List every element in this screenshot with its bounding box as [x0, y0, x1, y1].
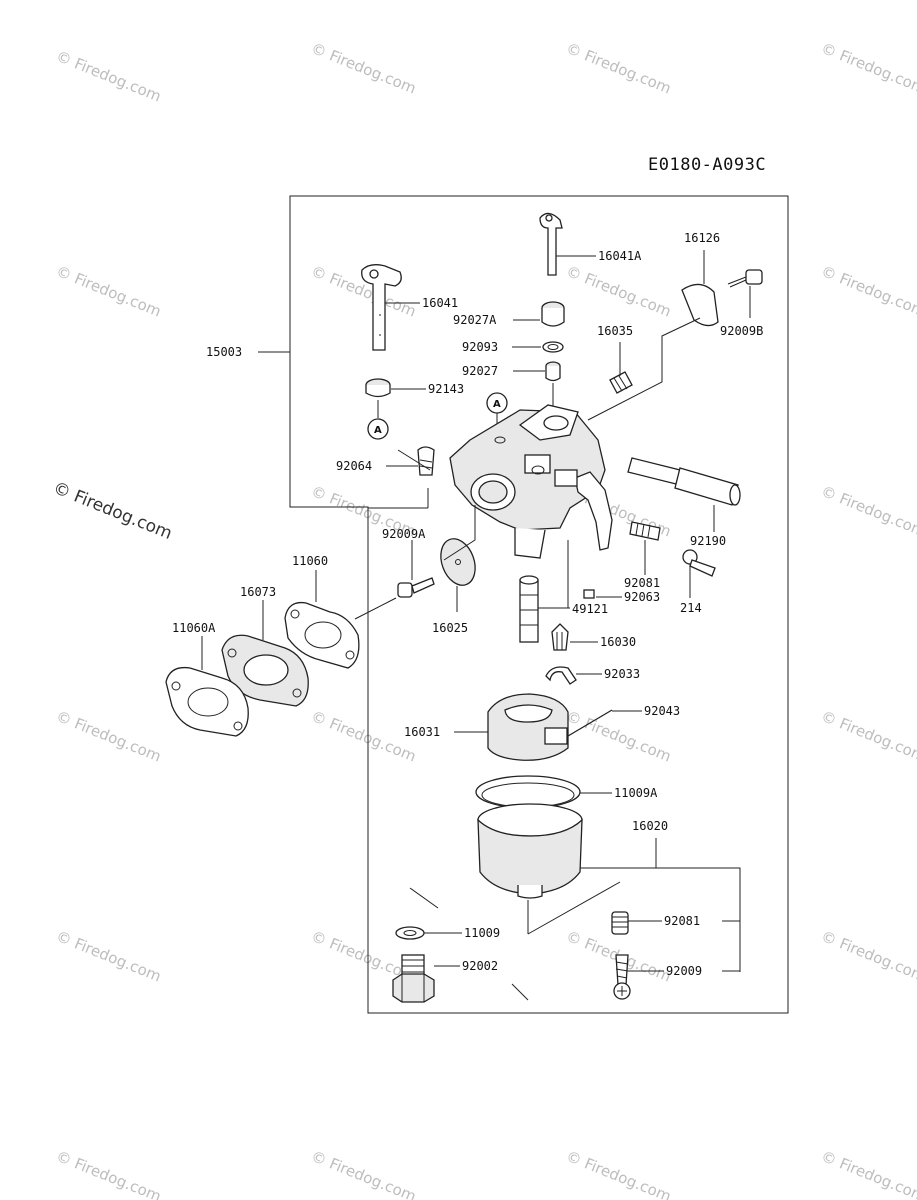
part-92002 — [392, 954, 435, 1003]
label-16031: 16031 — [404, 725, 440, 739]
part-92190 — [627, 457, 741, 506]
watermark-text: © Firedog.com — [309, 1147, 419, 1200]
part-214 — [682, 549, 716, 577]
part-16031 — [487, 693, 569, 761]
label-16126: 16126 — [684, 231, 720, 245]
watermark-text: © Firedog.com — [309, 39, 419, 97]
watermark-text: © Firedog.com — [54, 47, 164, 105]
leader-16025-up — [443, 505, 476, 561]
part-16041 — [361, 264, 402, 351]
part-11060A — [165, 666, 249, 737]
part-92033 — [545, 666, 577, 685]
part-92093 — [542, 341, 564, 353]
leader-bowl-diag — [527, 881, 621, 935]
part-92081-upper — [629, 521, 661, 541]
label-92033: 92033 — [604, 667, 640, 681]
part-16126 — [681, 283, 719, 327]
label-16041: 16041 — [422, 296, 458, 310]
leader-body-plate — [587, 317, 701, 421]
part-92009B — [727, 269, 763, 288]
part-16035 — [609, 371, 633, 394]
part-92027 — [545, 361, 561, 382]
part-11060 — [284, 601, 360, 669]
ref-marker-right: A — [486, 392, 508, 414]
watermark-text: © Firedog.com — [54, 1147, 164, 1200]
watermark-text: © Firedog.com — [309, 707, 419, 765]
watermark-layer: © Firedog.com © Firedog.com © Firedog.co… — [50, 39, 917, 1200]
label-92027A: 92027A — [453, 313, 497, 327]
part-92064 — [417, 446, 435, 476]
label-92190: 92190 — [690, 534, 726, 548]
ref-marker-letter: A — [374, 425, 382, 436]
leader-11009-diag — [409, 887, 439, 909]
label-92081-lower: 92081 — [664, 914, 700, 928]
ref-marker-left: A — [367, 418, 389, 440]
watermark-text: © Firedog.com — [564, 1147, 674, 1200]
watermark-text-dark: © Firedog.com — [50, 478, 175, 544]
label-15003: 15003 — [206, 345, 242, 359]
intake-axis-line — [354, 597, 397, 620]
part-92063 — [583, 589, 595, 599]
part-92009 — [613, 954, 631, 1000]
label-11060A: 11060A — [172, 621, 216, 635]
part-16073 — [221, 634, 309, 707]
label-16025: 16025 — [432, 621, 468, 635]
part-92027A — [541, 301, 565, 327]
part-16041A — [539, 212, 563, 276]
leader-92002-diag — [511, 983, 529, 1001]
label-92063: 92063 — [624, 590, 660, 604]
label-16030: 16030 — [600, 635, 636, 649]
label-92002: 92002 — [462, 959, 498, 973]
leader-16020-bracket — [580, 867, 741, 972]
watermark-text: © Firedog.com — [819, 39, 917, 97]
part-16025 — [440, 538, 476, 586]
label-92093: 92093 — [462, 340, 498, 354]
label-16073: 16073 — [240, 585, 276, 599]
label-92064: 92064 — [336, 459, 372, 473]
diagram-code: E0180-A093C — [648, 155, 766, 175]
part-92043 — [567, 709, 613, 737]
leader-92064-diag — [397, 449, 431, 471]
part-92009A — [397, 577, 435, 598]
label-92009B: 92009B — [720, 324, 763, 338]
watermark-text: © Firedog.com — [819, 262, 917, 320]
label-92143: 92143 — [428, 382, 464, 396]
watermark-text: © Firedog.com — [819, 482, 917, 540]
watermark-text: © Firedog.com — [564, 39, 674, 97]
watermark-text: © Firedog.com — [54, 707, 164, 765]
watermark-text: © Firedog.com — [54, 262, 164, 320]
part-16030 — [551, 623, 569, 651]
label-16035: 16035 — [597, 324, 633, 338]
ref-marker-letter: A — [493, 399, 501, 410]
label-16041A: 16041A — [598, 249, 642, 263]
part-carburetor-body — [449, 404, 613, 559]
label-11009: 11009 — [464, 926, 500, 940]
assembly-frame — [289, 195, 789, 1014]
label-92043: 92043 — [644, 704, 680, 718]
label-214: 214 — [680, 601, 702, 615]
part-92143 — [365, 378, 391, 398]
watermark-text: © Firedog.com — [819, 1147, 917, 1200]
watermark-text: © Firedog.com — [564, 262, 674, 320]
label-49121: 49121 — [572, 602, 608, 616]
watermark-text: © Firedog.com — [819, 927, 917, 985]
label-11009A: 11009A — [614, 786, 658, 800]
label-11060: 11060 — [292, 554, 328, 568]
label-92027: 92027 — [462, 364, 498, 378]
part-11009A — [475, 775, 581, 809]
part-16020 — [477, 803, 583, 899]
watermark-text: © Firedog.com — [54, 927, 164, 985]
label-92081-upper: 92081 — [624, 576, 660, 590]
label-92009: 92009 — [666, 964, 702, 978]
part-92081-lower — [611, 911, 629, 935]
part-49121 — [519, 575, 539, 643]
label-16020: 16020 — [632, 819, 668, 833]
label-92009A: 92009A — [382, 527, 426, 541]
watermark-text: © Firedog.com — [819, 707, 917, 765]
part-11009 — [395, 926, 425, 940]
